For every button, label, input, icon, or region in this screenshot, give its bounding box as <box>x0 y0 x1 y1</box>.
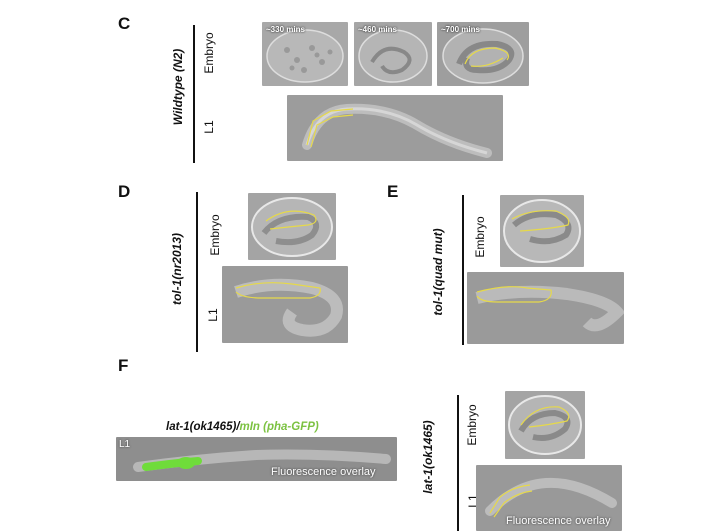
embryo-image-330 <box>262 22 348 86</box>
time-label-700: ~700 mins <box>441 25 480 34</box>
genotype-label-d: tol-1(nr2013) <box>170 232 184 306</box>
stage-label-embryo-d: Embryo <box>208 214 222 256</box>
divider-line-f <box>457 395 459 531</box>
stage-label-l1-c: L1 <box>202 120 216 134</box>
stage-label-embryo-c: Embryo <box>202 32 216 74</box>
genotype-label-e: tol-1(quad mut) <box>431 228 445 316</box>
title-genotype: lat-1(ok1465) <box>166 421 237 433</box>
embryo-image-quad <box>500 195 584 267</box>
l1-image-tol1 <box>222 266 348 343</box>
divider-line-d <box>196 192 198 352</box>
panel-letter-d: D <box>118 182 131 201</box>
panel-letter-c: C <box>118 14 131 33</box>
stage-label-embryo-e: Embryo <box>473 216 487 258</box>
l1-image-lat1 <box>476 465 622 531</box>
divider-line-c <box>193 25 195 163</box>
embryo-image-460 <box>354 22 432 86</box>
panel-letter-e: E <box>387 182 399 201</box>
divider-line-e <box>462 195 464 345</box>
embryo-image-lat1 <box>505 391 585 459</box>
time-label-460: ~460 mins <box>358 25 397 34</box>
l1-image-wildtype <box>287 95 503 161</box>
genotype-label-c: Wildtype (N2) <box>171 48 185 126</box>
title-separator: / <box>236 421 240 433</box>
overlay-label-f2: Fluorescence overlay <box>506 515 611 527</box>
time-label-330: ~330 mins <box>266 25 305 34</box>
overlay-label-f: Fluorescence overlay <box>271 466 376 478</box>
embryo-image-700 <box>437 22 529 86</box>
title-balancer: mIn (pha-GFP) <box>239 421 319 433</box>
embryo-image-tol1 <box>248 193 336 260</box>
panel-f-title: lat-1(ok1465)/mIn (pha-GFP) <box>166 421 319 433</box>
l1-image-quad <box>467 272 624 344</box>
l1-tag-f: L1 <box>119 439 131 450</box>
l1-gfp-overlay-image <box>116 437 397 481</box>
panel-letter-f: F <box>118 356 129 375</box>
stage-label-embryo-f: Embryo <box>465 404 479 446</box>
stage-label-l1-d: L1 <box>206 308 220 322</box>
genotype-label-f: lat-1(ok1465) <box>421 420 435 494</box>
